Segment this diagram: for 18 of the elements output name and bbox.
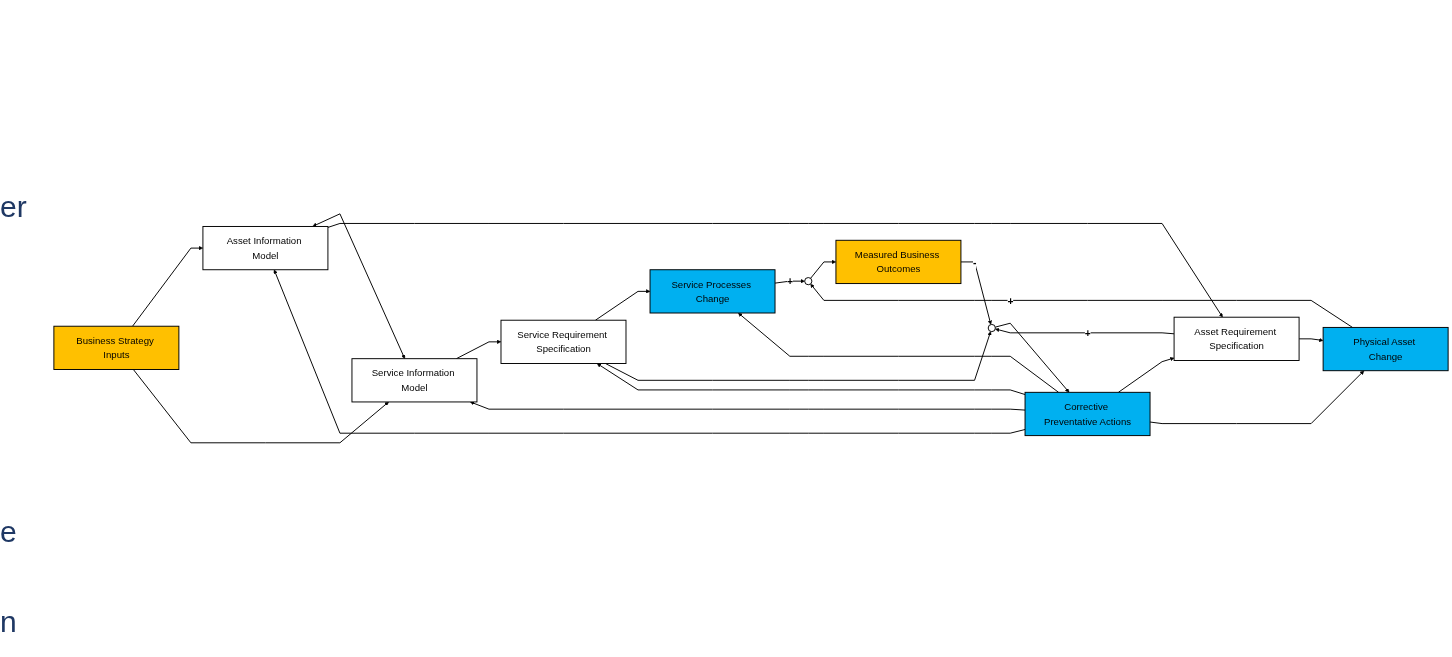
node-box: Business Strategy Inputs bbox=[53, 325, 180, 371]
node-box: Service Information Model bbox=[351, 358, 478, 403]
edge-label: - bbox=[972, 256, 977, 269]
edge-label: + bbox=[1007, 295, 1014, 308]
node-circle bbox=[987, 324, 996, 333]
node-box: Physical Asset Change bbox=[1322, 327, 1449, 372]
node-box: Service Processes Change bbox=[649, 269, 776, 314]
edge-label: + bbox=[1084, 327, 1091, 340]
node-box: Asset Information Model bbox=[202, 226, 329, 271]
text-fragment: er bbox=[0, 190, 27, 224]
node-circle bbox=[804, 277, 813, 286]
node-box: Measured Business Outcomes bbox=[835, 240, 962, 285]
node-box: Service Requirement Specification bbox=[500, 319, 627, 365]
node-box: Asset Requirement Specification bbox=[1173, 316, 1300, 362]
text-fragment: e bbox=[0, 515, 17, 549]
text-fragment: n bbox=[0, 605, 17, 639]
node-box: Corrective Preventative Actions bbox=[1024, 392, 1151, 437]
edge-label: + bbox=[787, 276, 794, 289]
